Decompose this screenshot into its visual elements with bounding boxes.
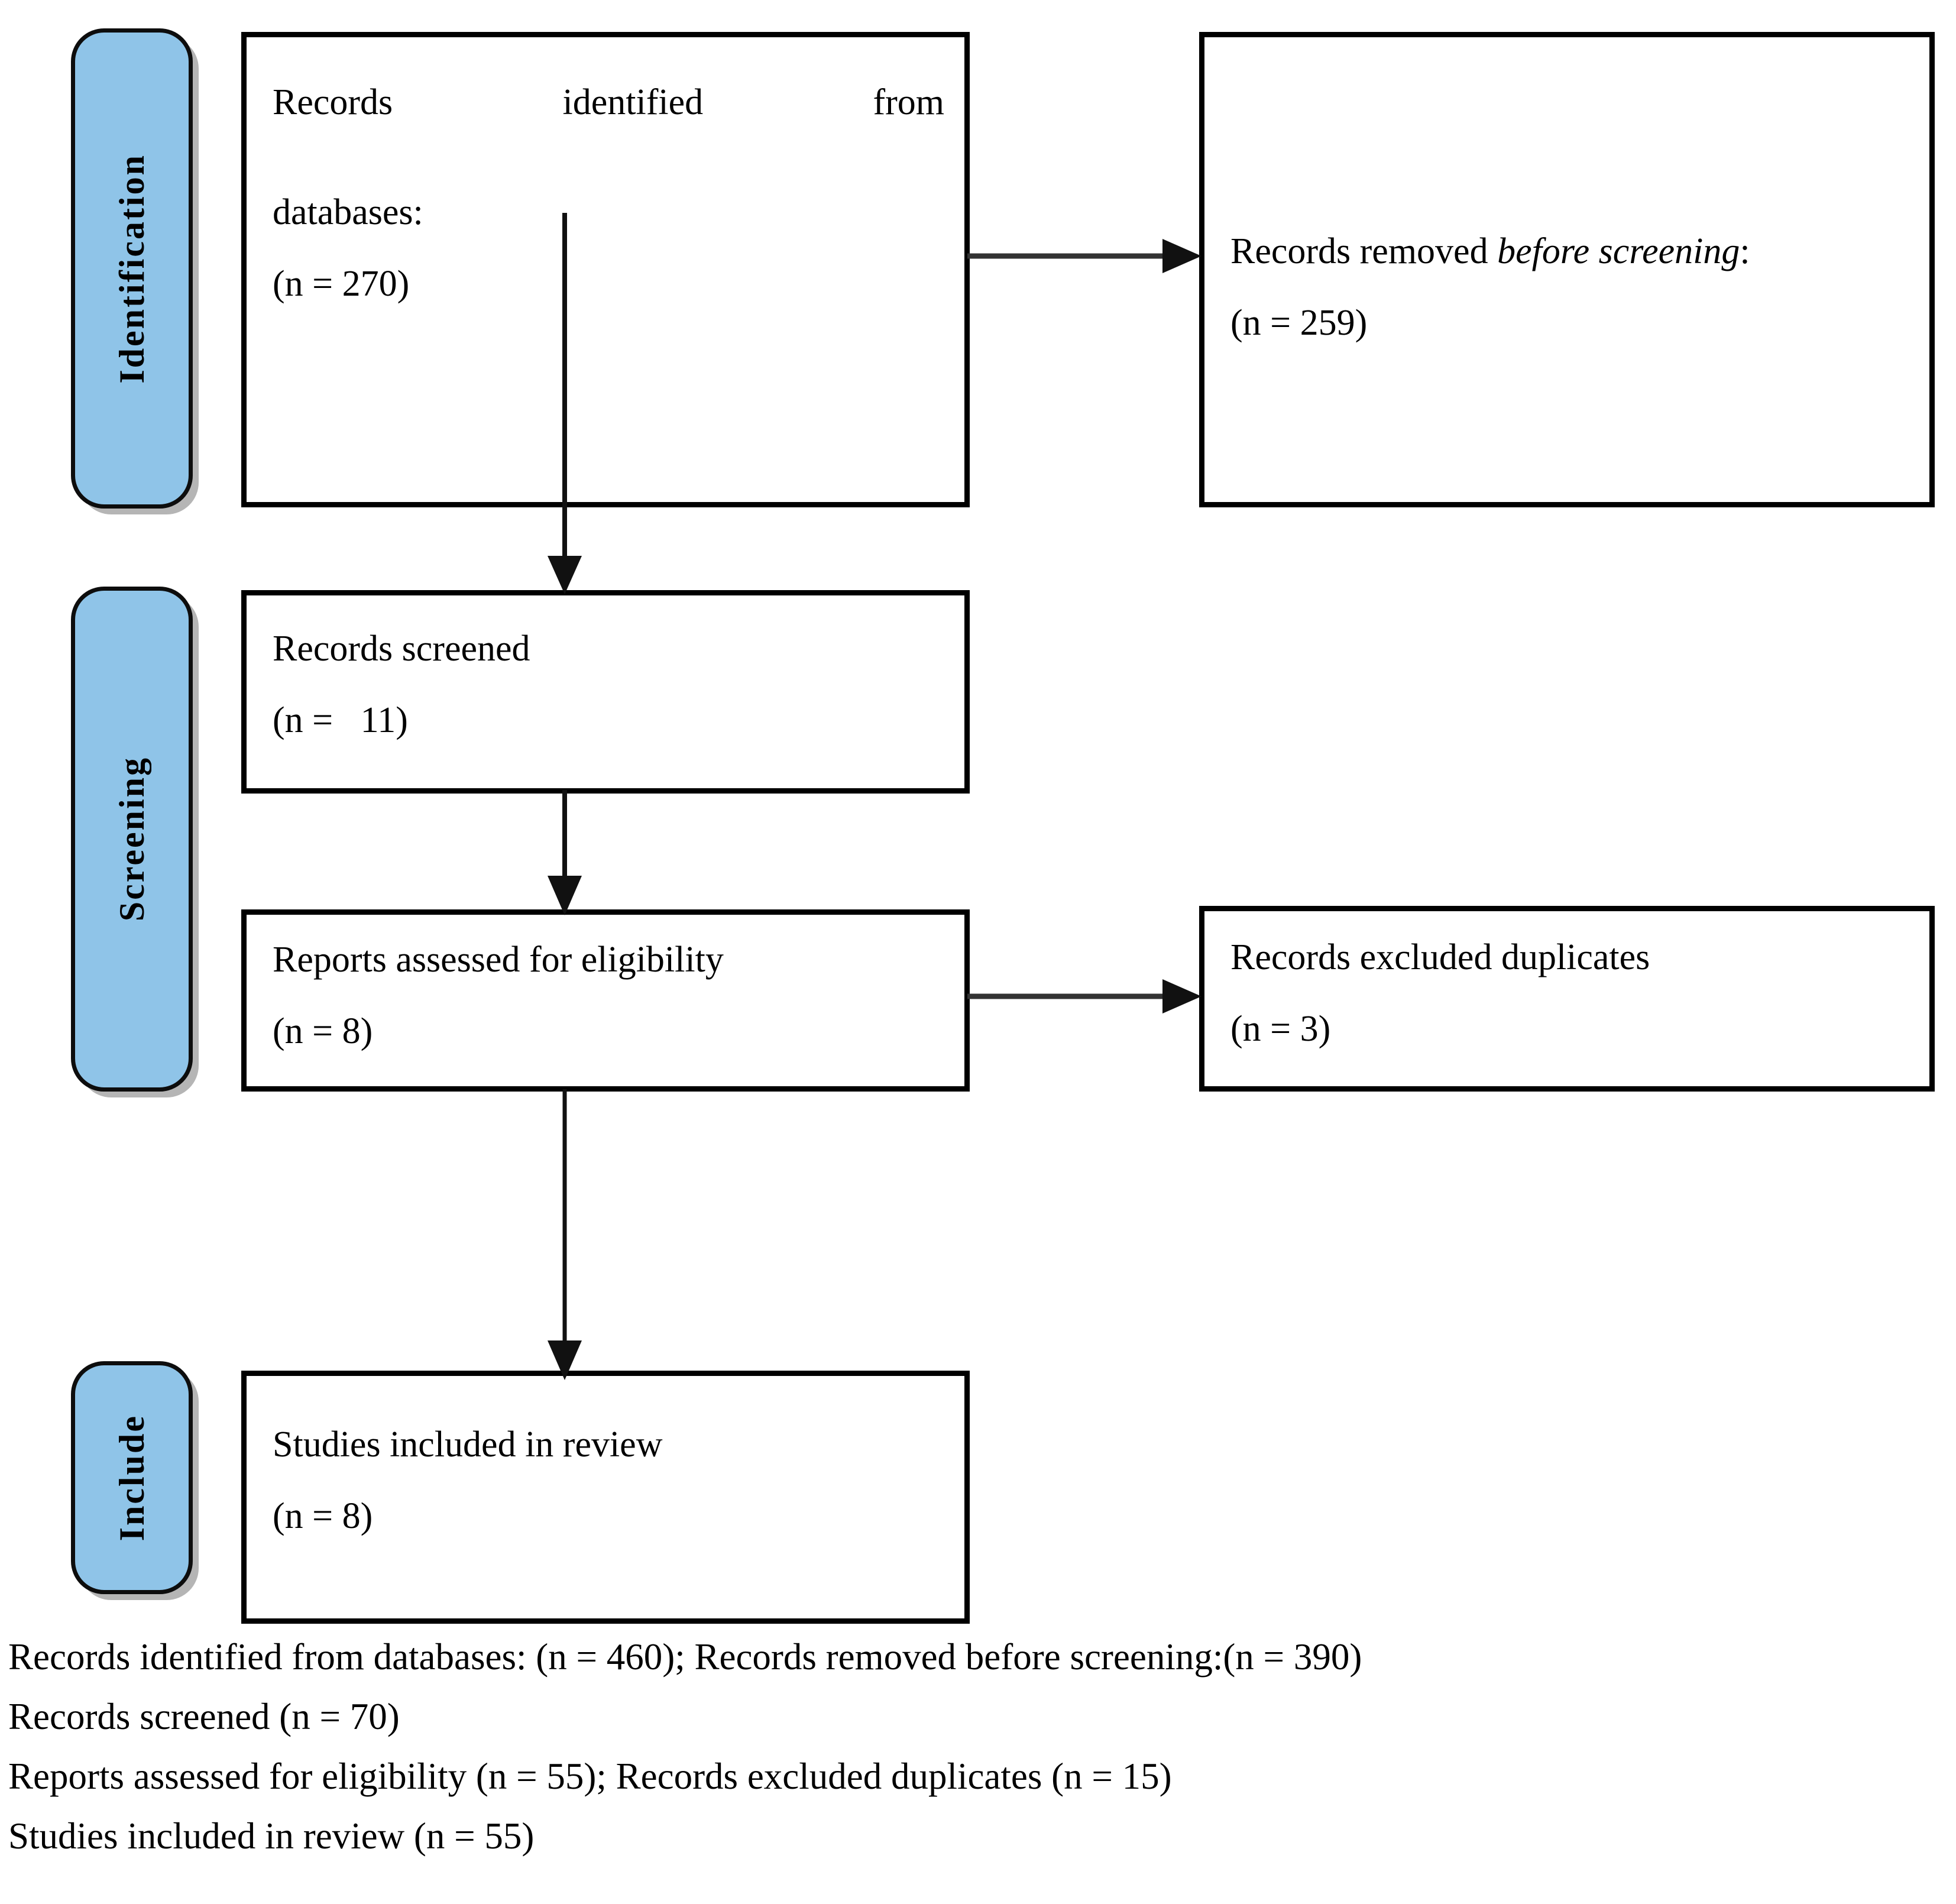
stage-label-include: Include xyxy=(112,1414,151,1542)
removed-title-prefix: Records removed xyxy=(1230,231,1498,271)
box-records-removed-title: Records removed before screening: xyxy=(1230,232,1909,271)
box-records-identified-title-line2: databases: xyxy=(273,192,423,233)
arrow-eligibility-to-included xyxy=(544,1089,585,1385)
figure-caption: Records identified from databases: (n = … xyxy=(8,1627,1954,1866)
word-from: from xyxy=(873,82,945,122)
caption-line-4: Studies included in review (n = 55) xyxy=(8,1815,535,1857)
box-records-identified-title-line1: Records identified from xyxy=(273,83,944,160)
arrow-screened-to-eligibility xyxy=(544,790,585,920)
box-records-excluded-count: (n = 3) xyxy=(1230,1009,1331,1050)
removed-title-italic: before screening xyxy=(1497,231,1740,271)
box-records-identified-count: (n = 270) xyxy=(273,264,410,305)
caption-line-1: Records identified from databases: (n = … xyxy=(8,1636,1362,1678)
stage-pill-identification: Identification xyxy=(71,28,193,509)
caption-line-3: Reports assessed for eligibility (n = 55… xyxy=(8,1756,1172,1797)
box-records-excluded-title: Records excluded duplicates xyxy=(1230,937,1650,977)
box-records-excluded: Records excluded duplicates (n = 3) xyxy=(1199,906,1935,1092)
box-records-screened-title: Records screened xyxy=(273,629,530,669)
box-studies-included: Studies included in review (n = 8) xyxy=(241,1371,970,1624)
stage-pill-screening: Screening xyxy=(71,587,193,1092)
box-reports-assessed-count: (n = 8) xyxy=(273,1011,373,1052)
box-studies-included-title: Studies included in review xyxy=(273,1424,663,1465)
word-identified: identified xyxy=(562,82,704,122)
word-records: Records xyxy=(273,82,393,122)
stage-label-identification: Identification xyxy=(112,153,151,384)
box-records-identified: Records identified from databases: (n = … xyxy=(241,32,970,507)
arrow-identified-to-removed xyxy=(967,235,1204,277)
removed-title-suffix: : xyxy=(1740,231,1750,271)
box-records-removed: Records removed before screening: (n = 2… xyxy=(1199,32,1935,507)
arrow-identified-to-screened xyxy=(544,213,585,597)
box-records-screened: Records screened (n = 11) xyxy=(241,590,970,794)
arrow-eligibility-to-excluded xyxy=(967,976,1204,1017)
box-records-removed-count: (n = 259) xyxy=(1230,303,1368,344)
box-reports-assessed-eligibility: Reports assessed for eligibility (n = 8) xyxy=(241,909,970,1092)
caption-line-2: Records screened (n = 70) xyxy=(8,1696,400,1737)
stage-label-screening: Screening xyxy=(112,756,151,922)
stage-pill-include: Include xyxy=(71,1361,193,1594)
box-records-screened-count: (n = 11) xyxy=(273,700,408,741)
box-studies-included-count: (n = 8) xyxy=(273,1496,373,1537)
box-reports-assessed-title: Reports assessed for eligibility xyxy=(273,940,724,980)
